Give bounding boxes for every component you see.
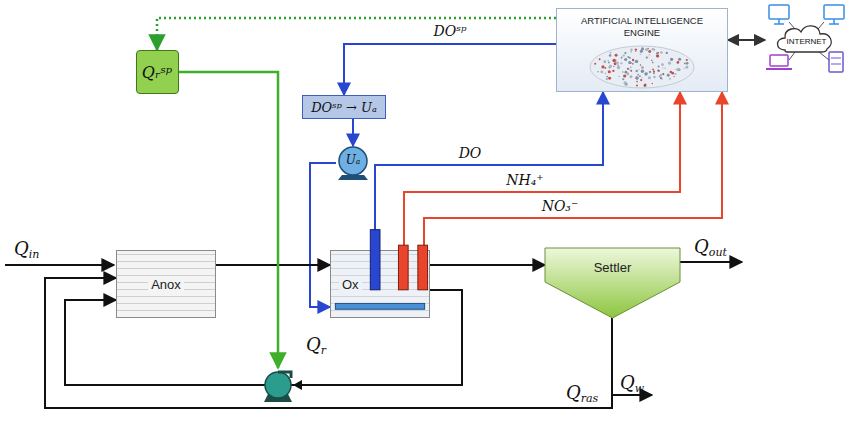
aerobic-tank: Ox: [330, 250, 430, 318]
converter-box: DOˢᵖ → Uₐ: [302, 95, 386, 119]
signal-label: DO: [457, 145, 484, 161]
recycle-setpoint-line: [177, 72, 278, 368]
brain-illustration: [577, 43, 707, 91]
flow-connector: [375, 92, 603, 250]
signal-label: DOˢᵖ: [431, 23, 468, 39]
node-label: INTERNET: [787, 37, 827, 46]
flow-label: Qin: [14, 238, 39, 261]
flow-connector: [728, 39, 765, 41]
signal-label: NH₄⁺: [504, 172, 545, 188]
waste-sludge-line: [612, 394, 652, 396]
internet-cloud: INTERNET: [765, 2, 848, 76]
effluent-line: [680, 261, 742, 263]
settler-tank: Settler: [545, 248, 680, 318]
node-label: Qᵣˢᵖ: [142, 63, 172, 82]
flow-label: Qr: [306, 334, 326, 357]
flow-label: Qras: [566, 382, 598, 405]
influent-line: [5, 264, 114, 266]
pump-inlet-arrowhead: [293, 380, 302, 390]
signal-label: NO₃⁻: [540, 198, 581, 214]
ai-engine-box: ARTIFICIAL INTELLIGENCE ENGINE: [556, 8, 728, 92]
node-label: Anox: [148, 277, 184, 292]
flow-label: Qw: [620, 372, 644, 395]
flow-label: Qout: [694, 236, 727, 259]
node-label: DOˢᵖ → Uₐ: [311, 100, 377, 115]
flow-connector: [430, 264, 545, 266]
node-label: Settler: [594, 260, 632, 275]
flow-connector: [344, 44, 556, 95]
flow-connector: [424, 92, 722, 250]
flow-connector: [216, 264, 330, 266]
recycle-pump-symbol: [264, 372, 292, 402]
node-label: Uₐ: [346, 153, 361, 167]
flow-connector: [157, 18, 556, 50]
blower-symbol: Uₐ: [336, 146, 370, 180]
settler-graphic: [545, 248, 680, 318]
setpoint-box: Qᵣˢᵖ: [136, 50, 179, 94]
node-label: Ox: [339, 277, 362, 292]
flow-connector: [352, 119, 354, 146]
flow-connector: [404, 92, 680, 250]
anoxic-tank: Anox: [116, 250, 216, 318]
node-label: ARTIFICIAL INTELLIGENCE ENGINE: [572, 15, 712, 39]
